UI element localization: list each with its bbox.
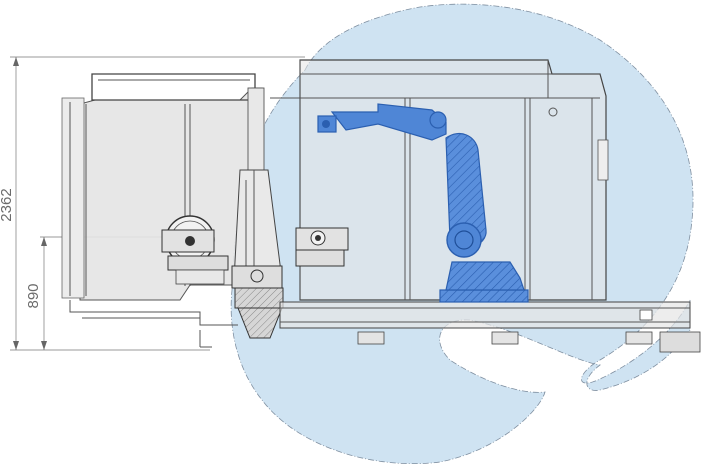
robot-arm [317, 103, 529, 303]
robot-upper-arm [330, 103, 447, 141]
left-positioner [161, 215, 229, 285]
robot-base [439, 289, 529, 303]
left-enclosure [61, 73, 263, 348]
dimension-lines [10, 56, 305, 351]
right-positioner [295, 227, 349, 267]
center-column [231, 87, 284, 339]
table-height-label: 890 [25, 283, 42, 308]
robot-shoulder-joint [446, 222, 482, 258]
base-rail [279, 301, 701, 353]
overall-height-label: 2362 [0, 188, 15, 221]
robot-pedestal [445, 261, 525, 291]
